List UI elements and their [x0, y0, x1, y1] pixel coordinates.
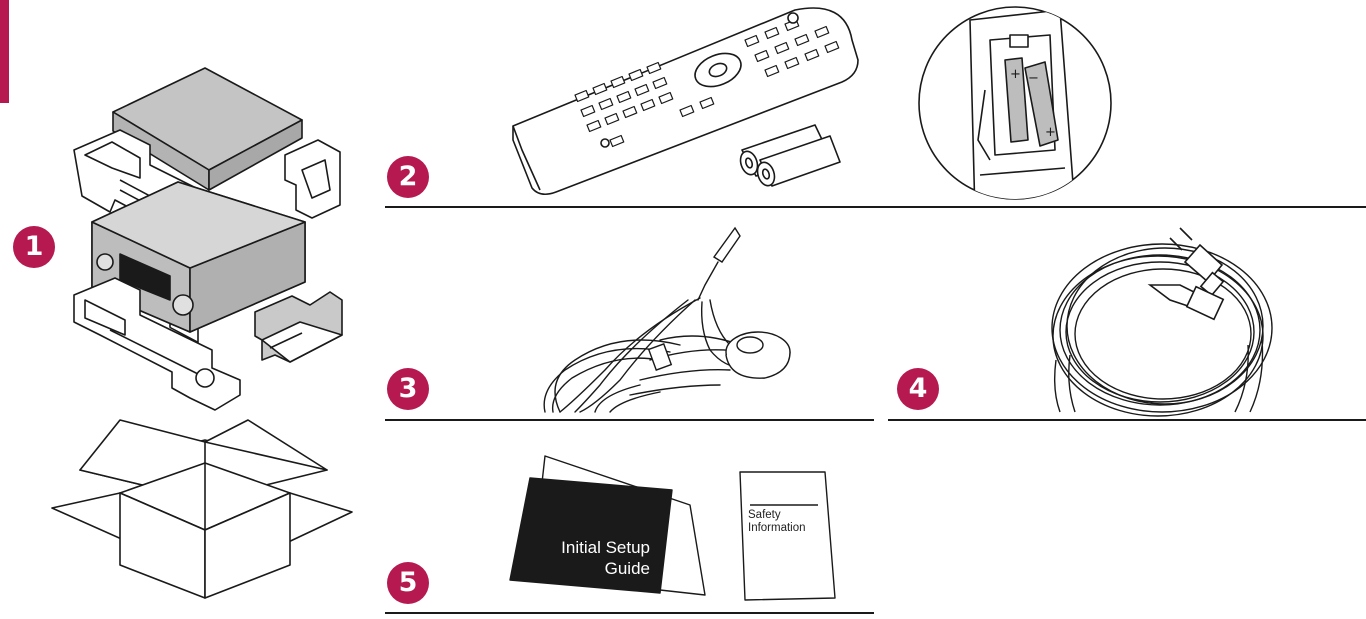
safety-information-title: Safety Information: [748, 509, 828, 535]
initial-setup-guide-title: Initial Setup Guide: [540, 537, 650, 579]
